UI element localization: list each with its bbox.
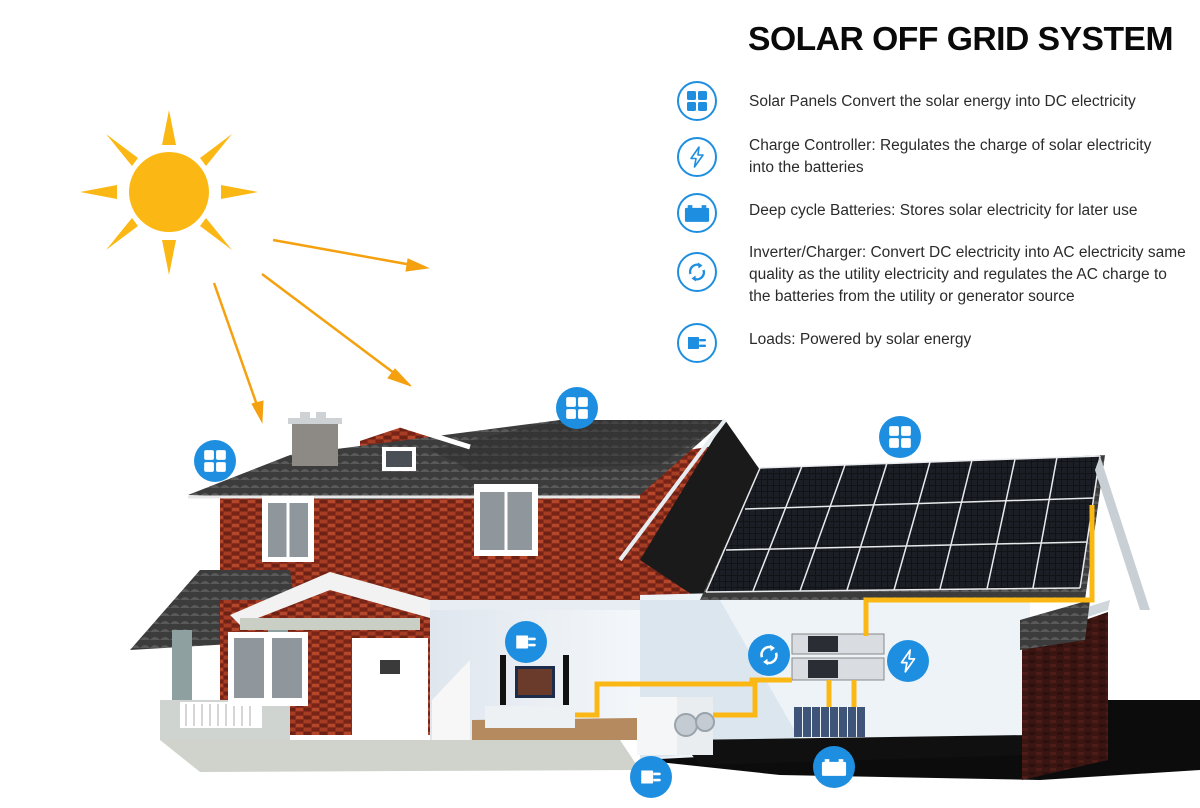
chimney xyxy=(292,422,338,466)
plug-icon xyxy=(638,764,664,790)
legend-text: Deep cycle Batteries: Stores solar elect… xyxy=(749,202,1138,219)
front-door xyxy=(352,638,428,736)
legend-text: Inverter/Charger: Convert DC electricity… xyxy=(749,244,1186,305)
legend-text: Loads: Powered by solar energy xyxy=(749,331,972,348)
wiring xyxy=(575,505,1095,718)
lightning-bolt-icon xyxy=(895,648,921,674)
solar-panel-badge xyxy=(879,416,921,458)
lightning-bolt-icon xyxy=(677,137,717,177)
battery-badge xyxy=(813,746,855,788)
legend-item-batteries: Deep cycle Batteries: Stores solar elect… xyxy=(677,193,1138,233)
sun-icon xyxy=(80,110,258,275)
solar-panel-icon xyxy=(887,424,913,450)
charge-controller-badge xyxy=(887,640,929,682)
solar-array xyxy=(706,456,1100,592)
solar-panel-grid xyxy=(705,455,1101,593)
load-tv-badge xyxy=(505,621,547,663)
load-appliance-badge xyxy=(630,756,672,798)
battery-icon xyxy=(677,193,717,233)
solar-panel-badge xyxy=(556,387,598,429)
legend-text: Solar Panels Convert the solar energy in… xyxy=(749,93,1136,110)
cycle-arrows-icon xyxy=(756,642,782,668)
washer xyxy=(637,697,677,755)
tv-stand xyxy=(485,706,575,728)
cycle-arrows-icon xyxy=(677,252,717,292)
solar-panel-icon xyxy=(564,395,590,421)
plug-icon xyxy=(513,629,539,655)
inverter-charger-badge xyxy=(748,634,790,676)
legend-item-charge-controller: Charge Controller: Regulates the charge … xyxy=(677,137,1151,177)
solar-panel-icon xyxy=(677,81,717,121)
page-title: SOLAR OFF GRID SYSTEM xyxy=(748,20,1174,57)
legend-item-solar-panels: Solar Panels Convert the solar energy in… xyxy=(677,81,1136,121)
battery-bank xyxy=(794,707,865,737)
sun-illustration xyxy=(80,110,430,424)
solar-panel-icon xyxy=(202,448,228,474)
battery-icon xyxy=(821,758,847,777)
garage-brick-wall xyxy=(1022,612,1108,780)
legend-text: Charge Controller: Regulates the charge … xyxy=(749,137,1152,176)
legend-item-inverter-charger: Inverter/Charger: Convert DC electricity… xyxy=(677,244,1186,305)
sun-ray-arrows xyxy=(212,238,430,424)
legend-item-loads: Loads: Powered by solar energy xyxy=(677,323,971,363)
plug-icon xyxy=(677,323,717,363)
solar-panel-badge xyxy=(194,440,236,482)
